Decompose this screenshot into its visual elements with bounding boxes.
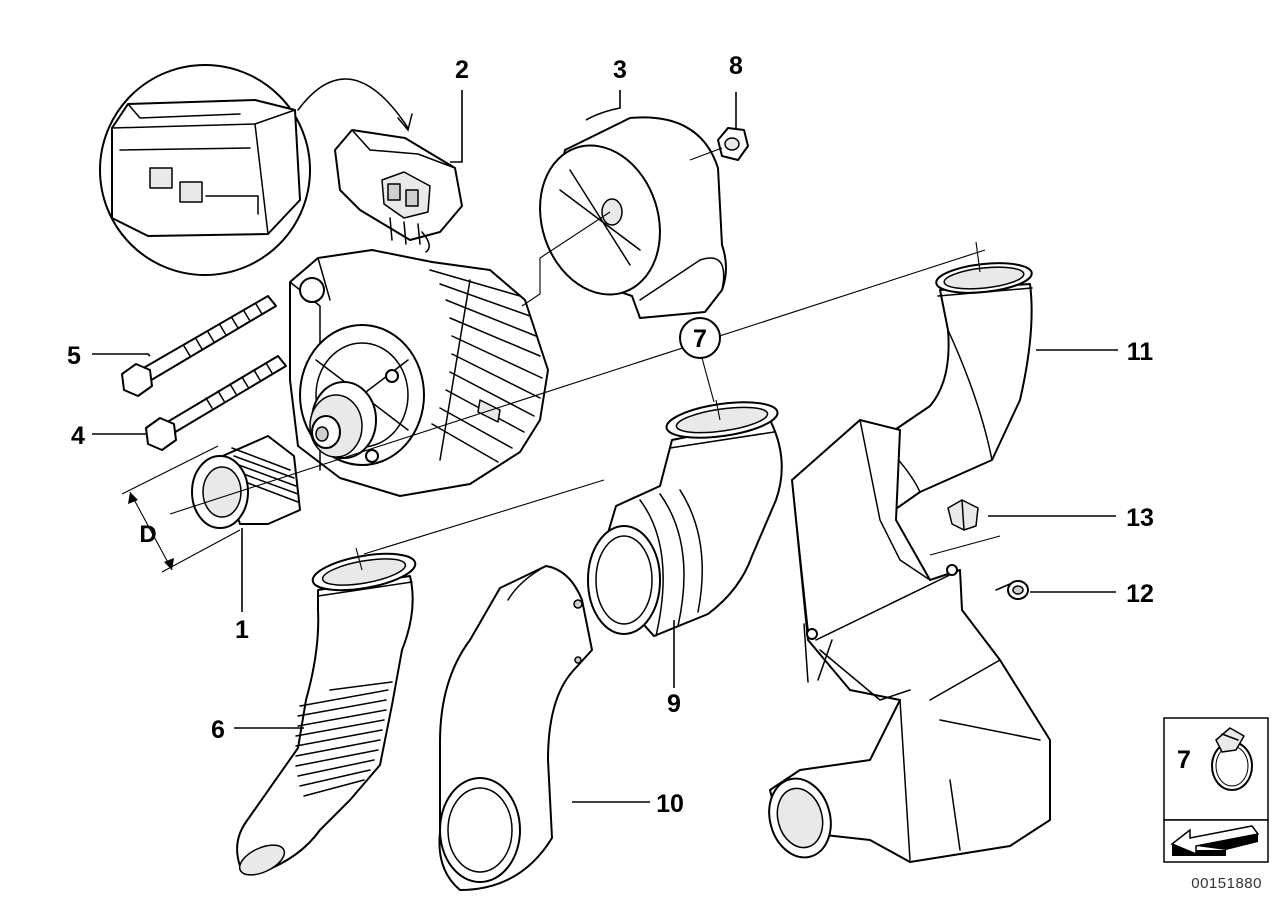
callout-5: 5 — [67, 342, 81, 370]
callout-2: 2 — [455, 56, 469, 84]
legend-part-number: 7 — [1177, 746, 1191, 774]
hose-clamp-icon — [1211, 727, 1253, 791]
voltage-regulator — [334, 129, 463, 253]
callout-7: 7 — [693, 325, 707, 353]
callout-13: 13 — [1126, 504, 1154, 532]
callout-4: 4 — [71, 422, 85, 450]
callout-3: 3 — [613, 56, 627, 84]
dimension-d-indicator — [121, 445, 241, 573]
alternator-fan-cover — [539, 116, 727, 319]
nut — [717, 127, 749, 161]
alternator-bolt-short — [145, 355, 287, 451]
callout-9: 9 — [667, 690, 681, 718]
callout-6: 6 — [211, 716, 225, 744]
callout-10: 10 — [656, 790, 684, 818]
intake-hose-curved — [438, 565, 593, 891]
callout-numbers: 2 3 8 5 4 1 6 9 10 11 13 12 7 D — [67, 52, 1154, 818]
callout-11: 11 — [1127, 338, 1154, 366]
regulator-detail-circle — [99, 64, 413, 276]
leader-lines — [92, 90, 1118, 803]
alternator — [289, 249, 549, 497]
airbox-duct-assembly — [768, 419, 1051, 863]
alternator-bolt-long — [121, 295, 277, 397]
legend-box: 7 — [1163, 717, 1269, 863]
alternator-pulley — [191, 435, 301, 529]
intake-bellow-elbow — [587, 401, 783, 637]
clip-nut — [947, 499, 979, 531]
reference-code: 00151880 — [1191, 875, 1262, 892]
callout-7-circle — [679, 317, 721, 359]
callout-1: 1 — [235, 616, 249, 644]
direction-arrow-icon — [1170, 825, 1260, 856]
intake-hose-bellows — [236, 552, 417, 876]
callout-8: 8 — [729, 52, 743, 80]
dimension-label: D — [139, 521, 156, 548]
intake-elbow-duct — [879, 262, 1033, 521]
callout-12: 12 — [1126, 580, 1154, 608]
screw — [995, 580, 1029, 600]
